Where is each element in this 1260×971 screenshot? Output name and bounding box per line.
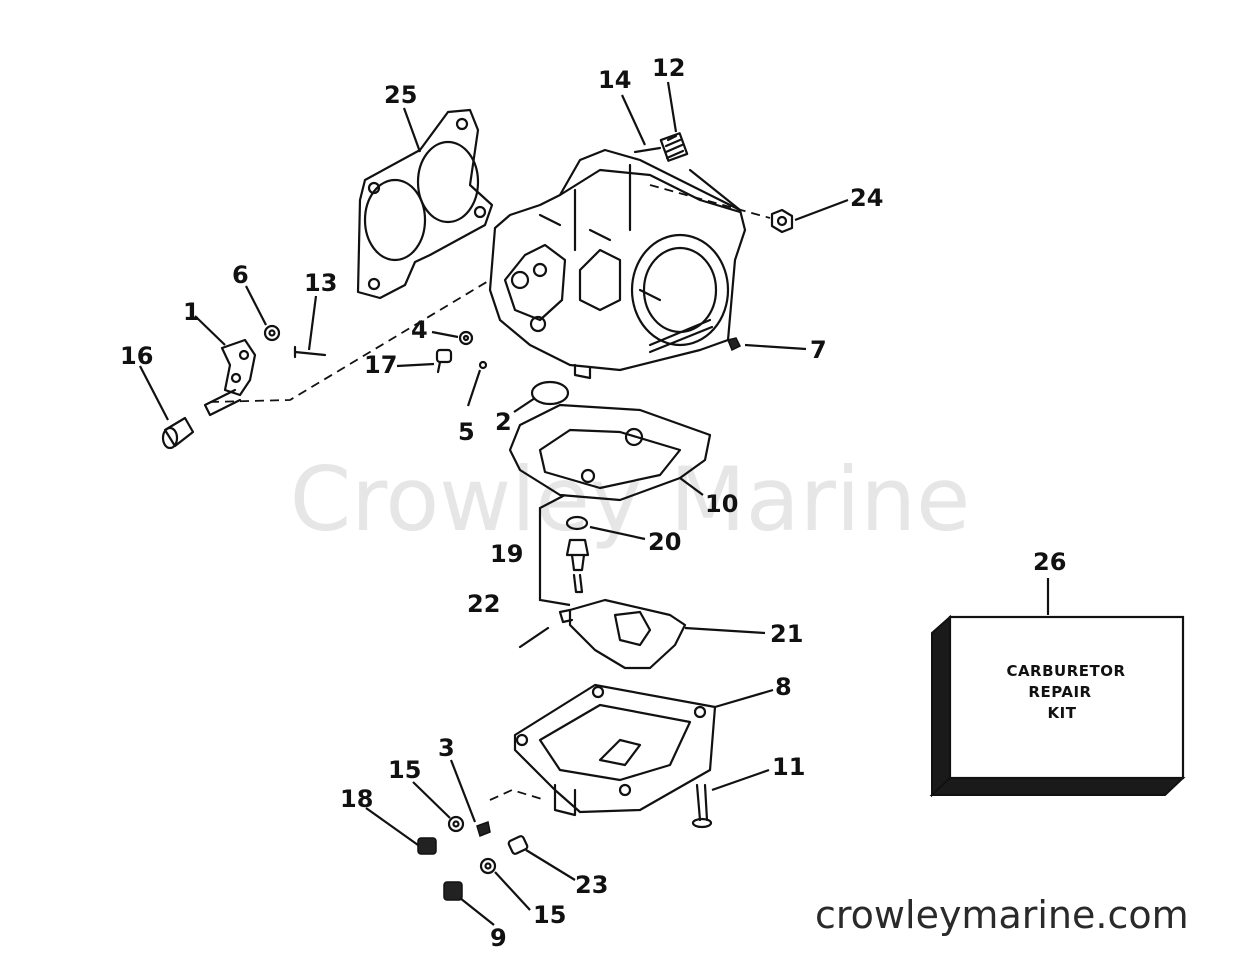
kit-label-line3: KIT — [1048, 704, 1077, 722]
callout-19: 19 — [490, 540, 523, 568]
callout-24: 24 — [850, 184, 883, 212]
part-float-21[interactable] — [558, 598, 687, 670]
part-screw-17[interactable] — [435, 348, 453, 374]
part-washer-6[interactable] — [263, 324, 281, 342]
part-cap-16[interactable] — [161, 416, 195, 450]
part-screw-18[interactable] — [417, 837, 437, 855]
carburetor-body[interactable] — [488, 148, 747, 380]
part-washer-4[interactable] — [458, 330, 474, 346]
callout-16: 16 — [120, 342, 153, 370]
bracket-19 — [538, 494, 571, 607]
part-washer-20[interactable] — [565, 515, 589, 531]
callout-5: 5 — [458, 418, 475, 446]
part-spring-12[interactable] — [659, 132, 689, 162]
part-screw-23[interactable] — [507, 835, 529, 855]
leader-lines — [139, 81, 1050, 926]
part-gasket-25[interactable] — [356, 108, 494, 300]
callout-3: 3 — [438, 734, 455, 762]
callout-9: 9 — [490, 924, 507, 952]
callout-15b: 15 — [533, 901, 566, 929]
part-disc-2[interactable] — [530, 380, 570, 406]
callout-10: 10 — [705, 490, 738, 518]
dash-line-bottom — [489, 789, 546, 801]
part-screw-11[interactable] — [691, 783, 713, 829]
callout-8: 8 — [775, 673, 792, 701]
part-pin-14[interactable] — [633, 146, 662, 154]
part-lever-1[interactable] — [203, 338, 257, 417]
part-ball-5[interactable] — [478, 360, 488, 370]
callout-23: 23 — [575, 871, 608, 899]
callout-13: 13 — [304, 269, 337, 297]
repair-kit-box[interactable]: CARBURETOR REPAIR KIT — [929, 614, 1186, 798]
part-plug-7[interactable] — [726, 337, 742, 352]
callout-17: 17 — [364, 351, 397, 379]
watermark: Crowley Marine — [290, 448, 971, 551]
callout-4: 4 — [411, 316, 428, 344]
part-washer-15b[interactable] — [479, 857, 497, 875]
part-washer-15a[interactable] — [447, 815, 465, 833]
kit-label-line2: REPAIR — [1028, 683, 1091, 701]
callout-20: 20 — [648, 528, 681, 556]
callout-2: 2 — [495, 408, 512, 436]
part-screw-3[interactable] — [476, 820, 491, 838]
callout-6: 6 — [232, 261, 249, 289]
callout-15a: 15 — [388, 756, 421, 784]
callout-14: 14 — [598, 66, 631, 94]
part-pin-22[interactable] — [518, 626, 550, 649]
website-url: crowleymarine.com — [815, 893, 1189, 937]
dash-line-nut — [649, 184, 771, 219]
callout-labels: 25 14 12 24 7 6 13 1 16 4 17 5 2 10 20 1… — [120, 54, 1066, 952]
callout-7: 7 — [810, 336, 827, 364]
callout-21: 21 — [770, 620, 803, 648]
part-needle-seat[interactable] — [565, 538, 590, 594]
dash-line-left — [209, 279, 491, 403]
part-bowl-8[interactable] — [513, 683, 717, 817]
callout-18: 18 — [340, 785, 373, 813]
callout-26: 26 — [1033, 548, 1066, 576]
callout-12: 12 — [652, 54, 685, 82]
callout-1: 1 — [183, 298, 200, 326]
callout-11: 11 — [772, 753, 805, 781]
callout-22: 22 — [467, 590, 500, 618]
part-nut-24[interactable] — [770, 208, 794, 234]
part-pin-13[interactable] — [293, 345, 327, 359]
callout-25: 25 — [384, 81, 417, 109]
part-screw-9[interactable] — [443, 881, 463, 901]
kit-label-line1: CARBURETOR — [1006, 662, 1125, 680]
